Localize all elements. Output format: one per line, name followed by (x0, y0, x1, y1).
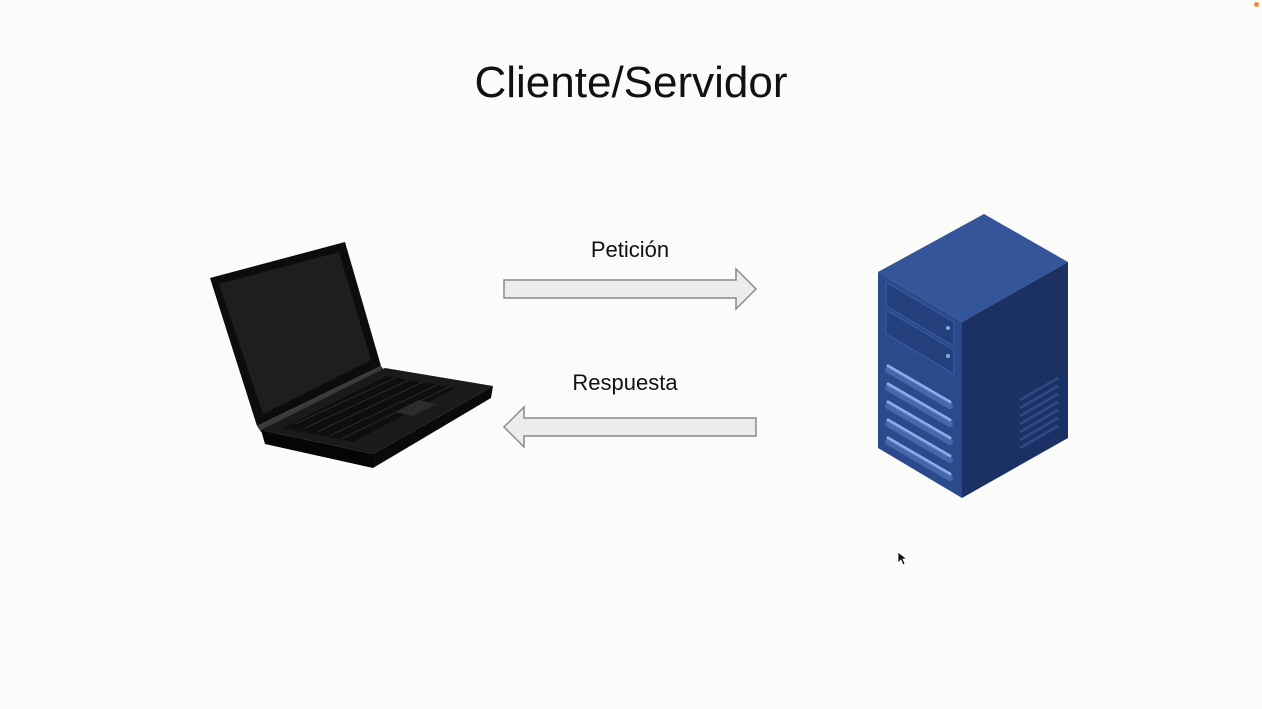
server-rack-icon (872, 210, 1072, 507)
laptop-icon (205, 238, 497, 479)
response-label: Respuesta (572, 370, 678, 395)
mouse-cursor-icon (897, 551, 909, 572)
request-label: Petición (590, 237, 670, 262)
response-arrow (500, 404, 762, 455)
slide-title: Cliente/Servidor (474, 58, 788, 107)
request-arrow (500, 266, 762, 317)
recording-indicator-icon (1254, 2, 1259, 7)
